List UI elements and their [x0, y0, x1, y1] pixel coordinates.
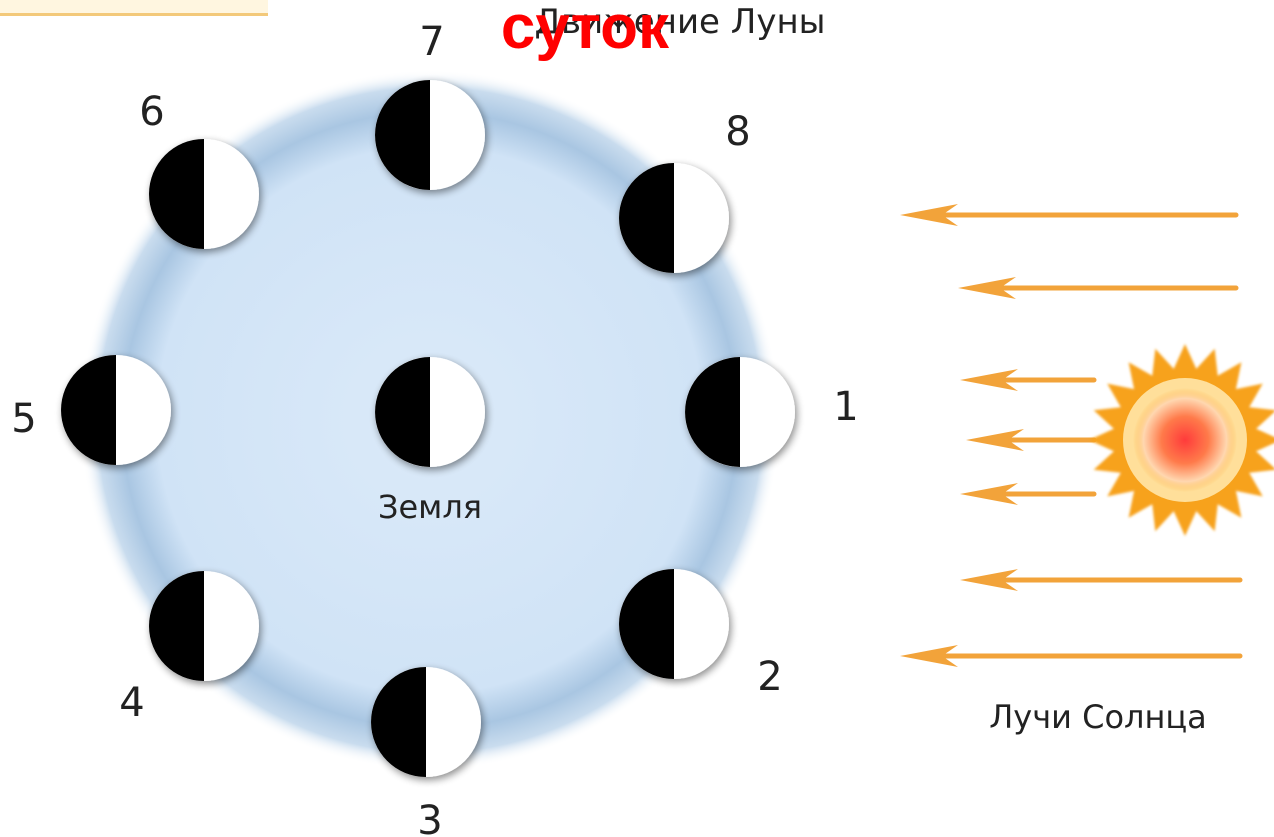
- moon-3: [371, 667, 481, 777]
- position-number: 7: [419, 19, 444, 65]
- moon-positions: [61, 80, 795, 777]
- ray-arrow: [960, 483, 1097, 505]
- position-number: 1: [833, 384, 858, 430]
- moon-8: [619, 163, 729, 273]
- position-number: 3: [417, 798, 442, 837]
- moon-7: [375, 80, 485, 190]
- ray-arrow: [966, 429, 1097, 451]
- ray-arrow: [960, 369, 1097, 391]
- corner-fragment: [0, 0, 268, 14]
- sun-rays: [900, 204, 1243, 667]
- sun: [1089, 344, 1274, 536]
- moon-6: [149, 139, 259, 249]
- moon-2: [619, 569, 729, 679]
- earth-label: Земля: [378, 488, 482, 526]
- diagram-title: Движение Луны: [534, 2, 825, 42]
- sun-rays-label: Лучи Солнца: [989, 698, 1207, 736]
- position-number: 4: [119, 680, 144, 726]
- position-number: 5: [11, 396, 36, 442]
- moon-5: [61, 355, 171, 465]
- overlay-text: суток: [501, 0, 670, 62]
- ray-arrow: [900, 204, 1239, 226]
- position-number: 6: [139, 89, 164, 135]
- ray-arrow: [958, 277, 1239, 299]
- moon-4: [149, 571, 259, 681]
- ray-arrow: [900, 645, 1243, 667]
- moon-1: [685, 357, 795, 467]
- earth: [375, 357, 485, 467]
- position-number: 2: [757, 654, 782, 700]
- ray-arrow: [960, 569, 1243, 591]
- position-number: 8: [725, 109, 750, 155]
